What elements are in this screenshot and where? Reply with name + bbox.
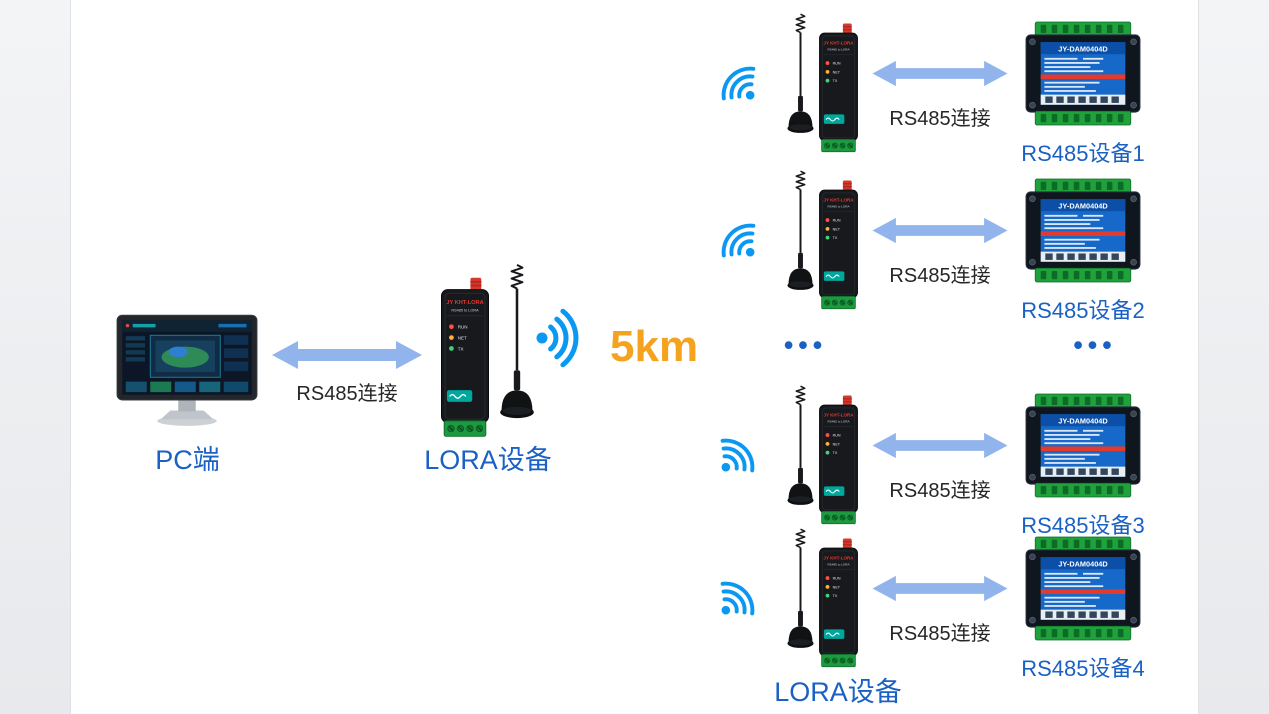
rs485-board-row4 (1025, 536, 1141, 641)
rs485-board-row1 (1025, 21, 1141, 126)
slave-row-3: RS485连接 RS485设备3 (700, 380, 1170, 540)
lora-master-label: LORA设备 (424, 445, 552, 475)
pc-lora-arrow (272, 341, 422, 369)
lora-device-master (440, 277, 490, 437)
rs485-label-row1: RS485设备1 (1021, 141, 1145, 166)
link-label-row2: RS485连接 (889, 265, 991, 287)
wifi-icon-row4 (706, 574, 762, 630)
pc-label: PC端 (155, 445, 220, 475)
wifi-icon-row1 (714, 59, 770, 115)
arrow-row3 (872, 432, 1008, 459)
arrow-row4 (872, 575, 1008, 602)
rs485-label-row4: RS485设备4 (1021, 656, 1145, 681)
lora-device-row4 (818, 537, 859, 668)
lora-antenna-row1 (786, 13, 815, 134)
slave-row-1: RS485连接 RS485设备1 (700, 8, 1170, 168)
link-label-row3: RS485连接 (889, 480, 991, 502)
link-label-row1: RS485连接 (889, 108, 991, 130)
pc-lora-link-label: RS485连接 (296, 383, 398, 405)
wifi-icon-row2 (714, 216, 770, 272)
ellipsis-left: ••• (783, 330, 828, 360)
slave-row-4: RS485连接 RS485设备4 (700, 523, 1170, 683)
lora-antenna-row2 (786, 170, 815, 291)
ellipsis-right: ••• (1073, 330, 1117, 360)
rs485-board-row3 (1025, 393, 1141, 498)
lora-device-row1 (818, 22, 859, 153)
lora-antenna-row4 (786, 528, 815, 649)
pc-monitor (116, 314, 258, 427)
lora-device-row3 (818, 394, 859, 525)
link-label-row4: RS485连接 (889, 623, 991, 645)
lora-slave-label: LORA设备 (774, 677, 902, 707)
wifi-icon-row3 (706, 431, 762, 487)
wifi-icon-master (532, 306, 596, 370)
lora-antenna-master (499, 263, 535, 420)
lora-antenna-row3 (786, 385, 815, 506)
lora-device-row2 (818, 179, 859, 310)
diagram-panel (70, 0, 1199, 714)
arrow-row1 (872, 60, 1008, 87)
rs485-label-row3: RS485设备3 (1021, 513, 1145, 538)
arrow-row2 (872, 217, 1008, 244)
rs485-label-row2: RS485设备2 (1021, 298, 1145, 323)
rs485-board-row2 (1025, 178, 1141, 283)
distance-label: 5km (610, 322, 699, 371)
slave-row-2: RS485连接 RS485设备2 (700, 165, 1170, 325)
